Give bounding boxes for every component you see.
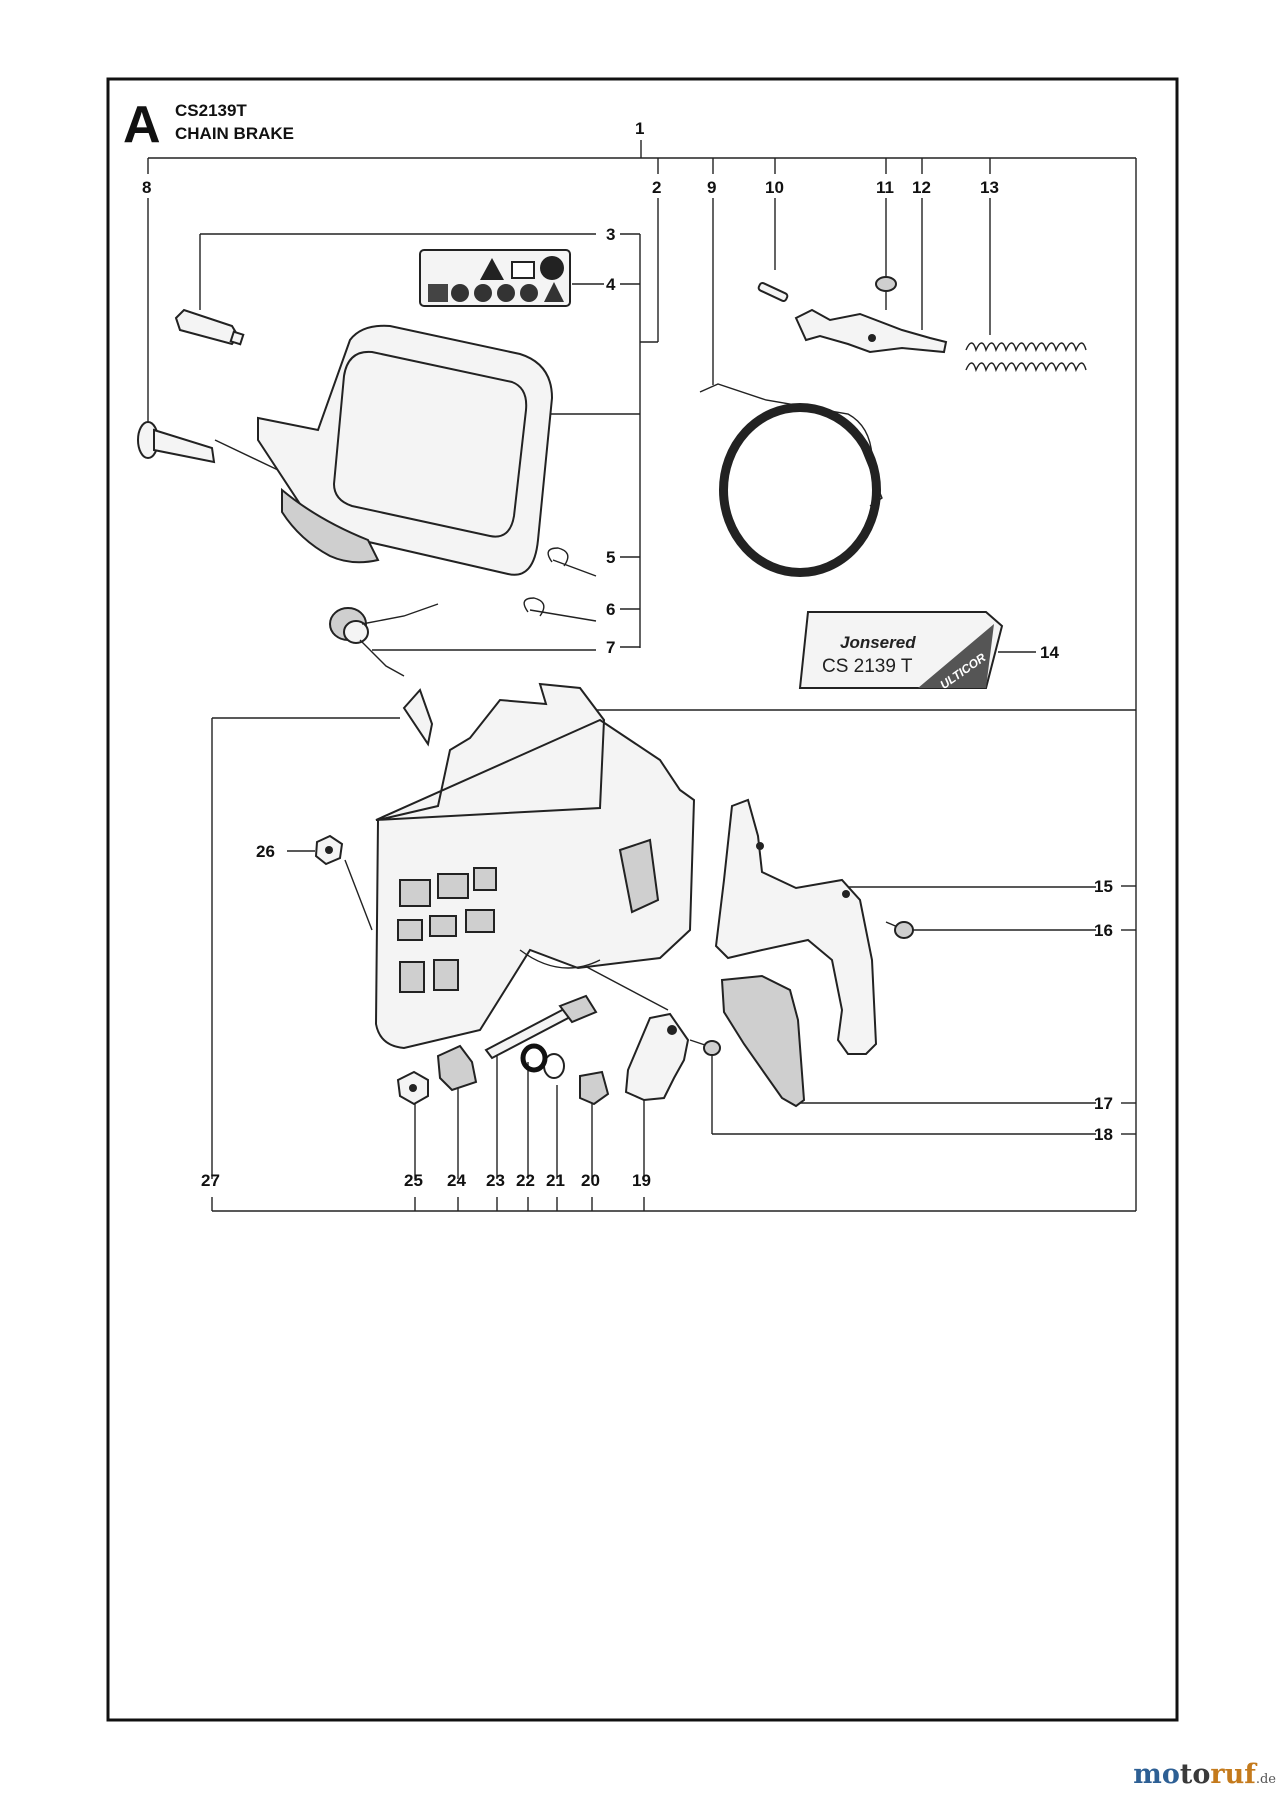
part-brake-band-9 [699, 383, 883, 577]
part-nut-26 [314, 834, 344, 866]
callout-26: 26 [256, 842, 275, 861]
part-clips-5-6 [523, 547, 569, 617]
part-nut-25 [396, 1070, 429, 1106]
part-oring-22 [520, 1043, 548, 1073]
callout-13: 13 [980, 178, 999, 197]
part-decal-14: Jonsered CS 2139 T ULTICOR [798, 611, 1004, 692]
section-letter: A [123, 96, 161, 154]
part-pin-8 [137, 421, 216, 464]
model-number: CS2139T [175, 101, 247, 120]
part-plate-17 [720, 974, 806, 1108]
decal-brand: Jonsered [840, 633, 916, 652]
part-spring-13 [965, 342, 1087, 373]
callout-25: 25 [404, 1171, 423, 1190]
callout-11: 11 [876, 178, 894, 197]
callout-4: 4 [606, 275, 616, 294]
part-screw-16 [885, 921, 914, 939]
part-pin-3 [174, 308, 245, 346]
callout-22: 22 [516, 1171, 535, 1190]
callout-24: 24 [447, 1171, 466, 1190]
callout-7: 7 [606, 638, 615, 657]
part-lever-12 [794, 308, 948, 354]
callout-10: 10 [765, 178, 784, 197]
callout-9: 9 [707, 178, 716, 197]
part-screw-18 [689, 1039, 721, 1056]
diagram-title: CHAIN BRAKE [175, 124, 294, 143]
callout-20: 20 [581, 1171, 600, 1190]
callout-15: 15 [1094, 877, 1113, 896]
callout-14: 14 [1040, 643, 1059, 662]
watermark-suffix: .de [1255, 1772, 1276, 1787]
part-decal-4 [419, 249, 571, 307]
watermark-logo: motoruf.de [1133, 1759, 1276, 1790]
callout-21: 21 [546, 1171, 565, 1190]
part-pin-10 [757, 282, 789, 302]
part-clutch-cover-27 [374, 682, 696, 1050]
callout-6: 6 [606, 600, 615, 619]
part-adjuster-screw-23 [484, 994, 598, 1060]
part-screw-11 [875, 276, 897, 310]
watermark-part-to: to [1179, 1759, 1211, 1790]
callout-2: 2 [652, 178, 661, 197]
part-cover-plate-15 [714, 798, 878, 1055]
part-nut-24 [436, 1044, 478, 1092]
callout-3: 3 [606, 225, 615, 244]
callout-5: 5 [606, 548, 615, 567]
callout-8: 8 [142, 178, 151, 197]
callout-17: 17 [1094, 1094, 1113, 1113]
part-chain-brake-handle-2 [257, 324, 554, 576]
part-bracket-19 [624, 1012, 690, 1102]
callout-23: 23 [486, 1171, 505, 1190]
callout-18: 18 [1094, 1125, 1113, 1144]
callout-27: 27 [201, 1171, 220, 1190]
callout-12: 12 [912, 178, 931, 197]
part-spring-7 [329, 603, 439, 677]
callout-labels: 1 2 3 4 5 6 7 8 9 10 11 12 13 14 15 16 1… [142, 119, 1113, 1190]
callout-19: 19 [632, 1171, 651, 1190]
callout-16: 16 [1094, 921, 1113, 940]
decal-model: CS 2139 T [822, 656, 913, 677]
callout-1: 1 [635, 119, 644, 138]
part-tensioner-20 [579, 1070, 610, 1106]
watermark-part-ruf: ruf [1210, 1759, 1256, 1790]
diagram-frame [106, 77, 1179, 1722]
leader-lines [147, 140, 1137, 1212]
watermark-part-mo: mo [1133, 1759, 1180, 1790]
